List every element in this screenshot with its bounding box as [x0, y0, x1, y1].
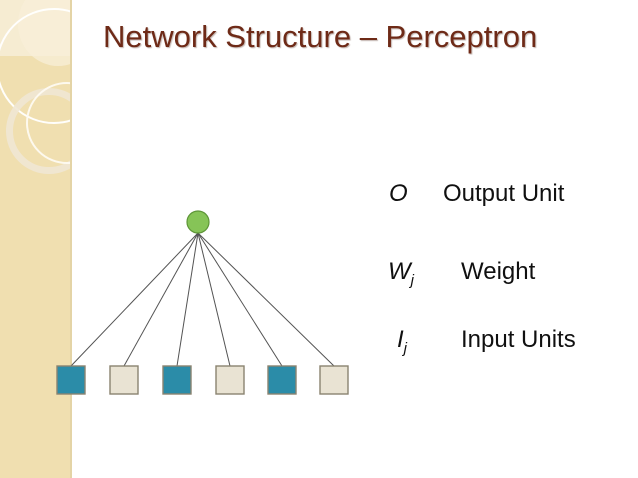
legend-row-weight: Wj Weight [388, 258, 634, 326]
output-node [186, 210, 210, 234]
slide-title: Network Structure – Perceptron [103, 19, 538, 54]
legend-description-weight: Weight [461, 258, 536, 285]
legend-symbol-output: O [389, 180, 443, 208]
diagram-input-nodes [56, 365, 349, 395]
input-node-4 [215, 365, 245, 395]
legend-row-input-units: Ij Input Units [389, 326, 634, 396]
input-node-5 [267, 365, 297, 395]
input-node-2 [109, 365, 139, 395]
edge-to-input-2 [123, 232, 199, 367]
legend-symbol-input: Ij [397, 326, 451, 357]
edge-to-input-5 [197, 232, 283, 367]
band-right-edge [70, 0, 72, 478]
input-node-6 [319, 365, 349, 395]
legend-symbol-weight-subscript: j [410, 271, 414, 289]
edge-to-input-1 [70, 232, 199, 367]
legend-symbol-weight: Wj [388, 258, 442, 289]
decorative-left-band [0, 0, 72, 478]
legend-description-output: Output Unit [443, 180, 565, 207]
legend-symbol-input-subscript: j [403, 339, 408, 357]
legend-description-input: Input Units [461, 326, 576, 353]
edge-to-input-4 [197, 232, 231, 367]
legend-symbol-input-text: I [397, 326, 404, 353]
legend-row-output-unit: O Output Unit [389, 180, 634, 258]
input-node-3 [162, 365, 192, 395]
legend: O Output Unit Wj Weight Ij Input Units [388, 180, 634, 396]
edge-to-input-6 [197, 232, 335, 367]
edge-to-input-3 [176, 232, 199, 367]
legend-symbol-weight-text: W [388, 258, 411, 285]
legend-symbol-output-text: O [389, 180, 408, 207]
diagram-edges [70, 232, 335, 367]
